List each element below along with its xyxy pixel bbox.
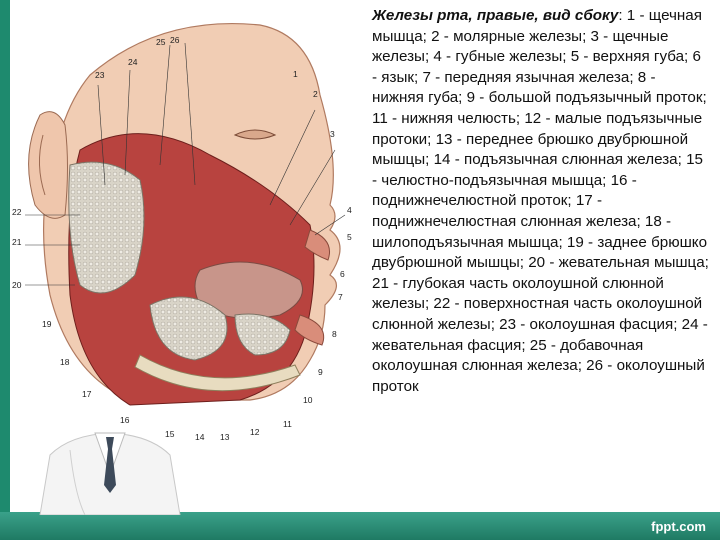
label-12: 12 bbox=[250, 427, 260, 437]
submandibular-gland bbox=[149, 296, 228, 361]
label-10: 10 bbox=[303, 395, 313, 405]
left-accent-bar bbox=[0, 0, 10, 540]
parotid-gland bbox=[68, 161, 145, 294]
label-16: 16 bbox=[120, 415, 130, 425]
label-1: 1 bbox=[293, 69, 298, 79]
label-7: 7 bbox=[338, 292, 343, 302]
label-17: 17 bbox=[82, 389, 92, 399]
label-22: 22 bbox=[12, 207, 22, 217]
label-5: 5 bbox=[347, 232, 352, 242]
label-2: 2 bbox=[313, 89, 318, 99]
label-19: 19 bbox=[42, 319, 52, 329]
label-6: 6 bbox=[340, 269, 345, 279]
label-9: 9 bbox=[318, 367, 323, 377]
label-21: 21 bbox=[12, 237, 22, 247]
doctor-illustration bbox=[39, 432, 181, 515]
label-3: 3 bbox=[330, 129, 335, 139]
bottom-accent-bar bbox=[0, 512, 720, 540]
label-23: 23 bbox=[95, 70, 105, 80]
upper-lip bbox=[304, 229, 330, 261]
leader-lines bbox=[25, 42, 346, 286]
label-20: 20 bbox=[12, 280, 22, 290]
tongue bbox=[194, 261, 303, 319]
label-18: 18 bbox=[60, 357, 70, 367]
lower-lip bbox=[294, 314, 325, 346]
ear bbox=[28, 111, 68, 219]
figure-caption: Железы рта, правые, вид сбоку: 1 - щечна… bbox=[372, 6, 710, 397]
label-11: 11 bbox=[283, 419, 292, 429]
label-24: 24 bbox=[128, 57, 138, 67]
label-15: 15 bbox=[165, 429, 175, 439]
eye bbox=[233, 129, 277, 140]
caption-title: Железы рта, правые, вид сбоку bbox=[372, 7, 619, 24]
mandible bbox=[134, 354, 301, 392]
sublingual-gland bbox=[234, 313, 291, 356]
label-26: 26 bbox=[170, 35, 180, 45]
caption-body: : 1 - щечная мышца; 2 - молярные железы;… bbox=[372, 7, 709, 395]
brand-mark: fppt.com bbox=[651, 519, 706, 534]
anatomy-figure: 25 26 24 23 1 2 3 4 5 6 7 8 9 10 11 12 1… bbox=[12, 22, 352, 442]
label-25: 25 bbox=[156, 37, 166, 47]
label-13: 13 bbox=[220, 432, 230, 442]
label-4: 4 bbox=[347, 205, 352, 215]
label-14: 14 bbox=[195, 432, 205, 442]
label-8: 8 bbox=[332, 329, 337, 339]
